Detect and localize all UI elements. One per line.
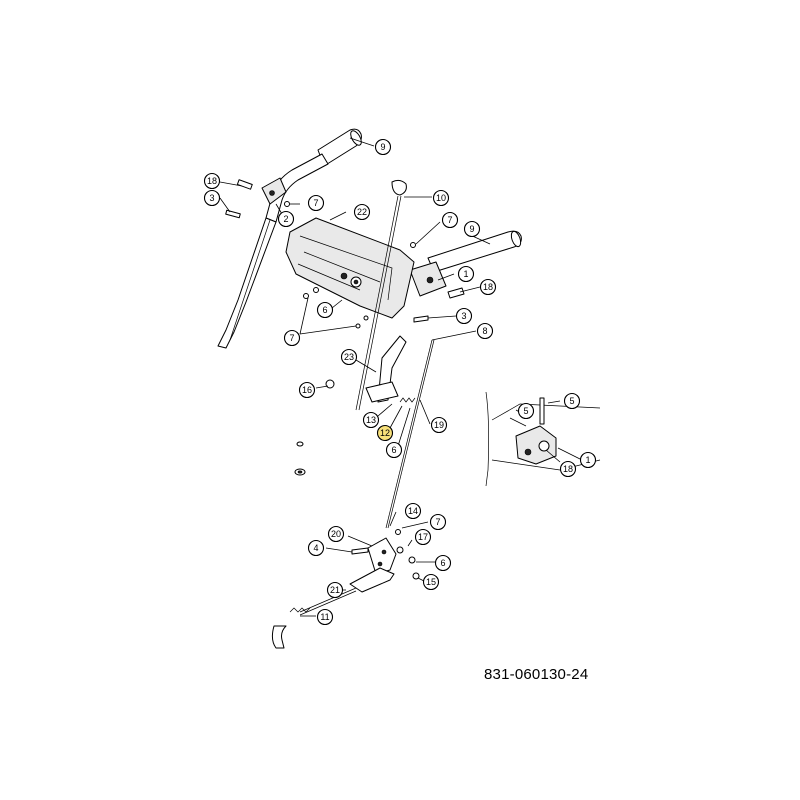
callout-22: 22 [353,203,371,221]
svg-text:7: 7 [313,198,318,208]
callout-20: 20 [327,525,345,543]
svg-text:7: 7 [435,517,440,527]
callout-9-left: 9 [374,138,392,156]
callout-17: 17 [414,528,432,546]
svg-text:6: 6 [440,558,445,568]
svg-text:6: 6 [322,305,327,315]
callout-12-highlighted: 12 [376,424,394,442]
svg-text:10: 10 [436,193,446,203]
svg-text:7: 7 [289,333,294,343]
svg-text:18: 18 [483,282,493,292]
callout-3-right: 3 [455,307,473,325]
callout-21: 21 [326,581,344,599]
svg-text:3: 3 [461,311,466,321]
callout-5-inset-right: 5 [563,392,581,410]
callout-6-bottom: 6 [434,554,452,572]
svg-text:4: 4 [313,543,318,553]
svg-text:20: 20 [331,529,341,539]
svg-text:18: 18 [207,176,217,186]
callout-7-bottom: 7 [429,513,447,531]
callout-6-upper: 6 [316,301,334,319]
svg-text:6: 6 [391,445,396,455]
callout-16: 16 [298,381,316,399]
svg-text:18: 18 [563,464,573,474]
svg-text:17: 17 [418,532,428,542]
lower-linkage-assembly [271,529,420,649]
callout-7-top-right: 7 [441,211,459,229]
svg-text:8: 8 [482,326,487,336]
callout-4: 4 [307,539,325,557]
svg-text:19: 19 [434,420,444,430]
leader-lines [219,137,581,617]
svg-text:9: 9 [380,142,385,152]
right-handle-assembly [409,230,522,299]
callout-18-left: 18 [203,172,221,190]
callout-10: 10 [432,189,450,207]
callout-5-inset-left: 5 [517,402,535,420]
callout-1-inset: 1 [579,451,597,469]
callout-7-top-left: 7 [307,194,325,212]
callout-18-right: 18 [479,278,497,296]
callout-7-lower: 7 [283,329,301,347]
svg-text:11: 11 [320,612,329,622]
svg-text:5: 5 [523,406,528,416]
svg-text:7: 7 [447,215,452,225]
callout-2: 2 [277,210,295,228]
callout-8: 8 [476,322,494,340]
callouts: 9 18 10 3 2 7 22 7 9 1 18 6 7 3 8 5 23 1… [203,138,597,626]
callout-9-right: 9 [463,220,481,238]
callout-19: 19 [430,416,448,434]
callout-11: 11 [316,608,334,626]
svg-text:9: 9 [469,224,474,234]
svg-text:21: 21 [330,585,340,595]
svg-text:2: 2 [283,214,288,224]
svg-text:14: 14 [408,506,418,516]
callout-1: 1 [457,265,475,283]
callout-15: 15 [422,573,440,591]
callout-13: 13 [362,411,380,429]
svg-text:3: 3 [209,193,214,203]
svg-text:1: 1 [463,269,468,279]
callout-6-middle: 6 [385,441,403,459]
svg-text:23: 23 [344,352,354,362]
svg-text:1: 1 [585,455,590,465]
diagram-part-number: 831-060130-24 [484,666,589,683]
svg-text:5: 5 [569,396,574,406]
callout-14: 14 [404,502,422,520]
shift-lever-assembly [294,315,435,529]
dash-panel [285,179,415,411]
inset-detail [485,391,601,487]
svg-text:15: 15 [426,577,436,587]
svg-text:13: 13 [366,415,376,425]
svg-text:16: 16 [302,385,312,395]
svg-text:12: 12 [380,428,390,438]
callout-23: 23 [340,348,358,366]
callout-18-inset: 18 [559,460,577,478]
svg-text:22: 22 [357,207,367,217]
callout-3-left: 3 [203,189,221,207]
